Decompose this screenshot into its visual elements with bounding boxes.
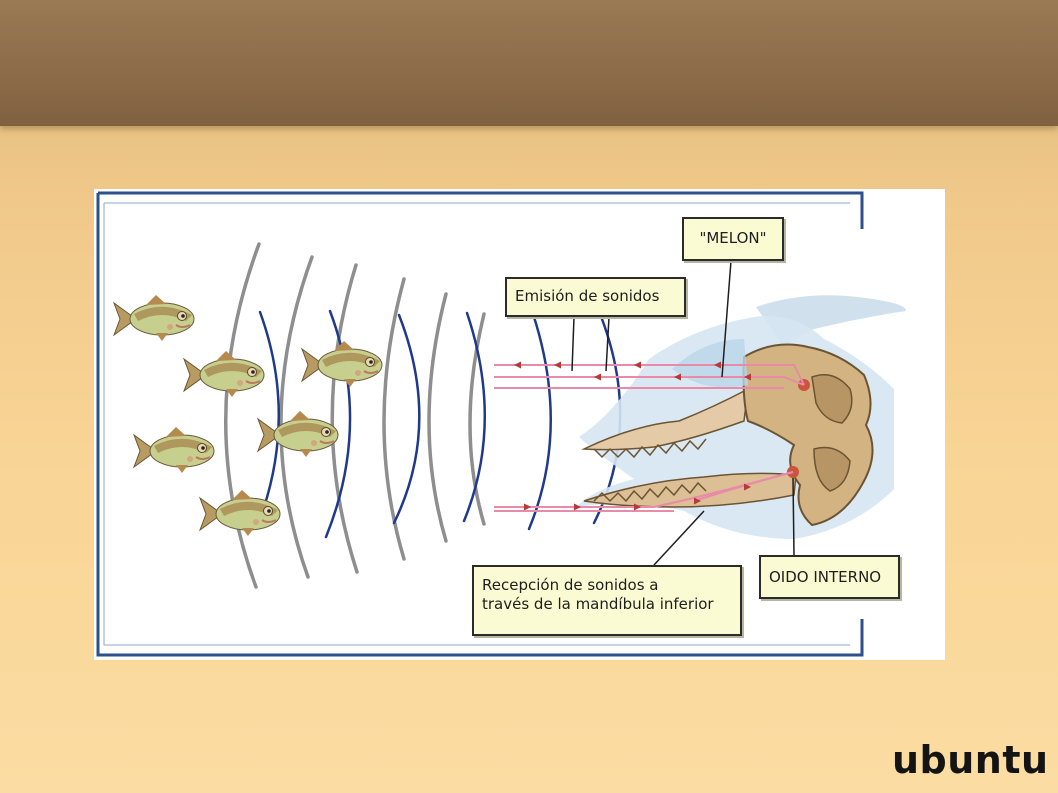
returning-echo-waves — [255, 303, 622, 539]
header-bar — [0, 0, 1058, 126]
sound-reception-label: Recepción de sonidos a través de la mand… — [472, 565, 742, 636]
fish-icon — [133, 426, 215, 474]
sound-signal-lines — [494, 364, 805, 512]
dolphin-skull-icon — [576, 295, 906, 539]
melon-label: "MELON" — [682, 217, 784, 261]
fish-icon — [113, 294, 195, 342]
leader-lines — [571, 260, 795, 566]
reception-label-line2: través de la mandíbula inferior — [482, 595, 714, 613]
echolocation-diagram: "MELON" Emisión de sonidos OIDO INTERNO … — [94, 189, 945, 660]
fish-school — [113, 294, 383, 537]
reception-label-line1: Recepción de sonidos a — [482, 576, 659, 594]
inner-ear-label: OIDO INTERNO — [759, 555, 900, 599]
diagram-drawing — [96, 191, 906, 657]
fish-icon — [301, 340, 383, 388]
outgoing-sound-waves — [224, 242, 486, 589]
ubuntu-logo: ubuntu — [892, 738, 1049, 782]
sound-emission-label: Emisión de sonidos — [505, 277, 686, 317]
fish-icon — [183, 350, 265, 398]
fish-icon — [257, 410, 339, 458]
diagram-frame — [96, 191, 864, 657]
